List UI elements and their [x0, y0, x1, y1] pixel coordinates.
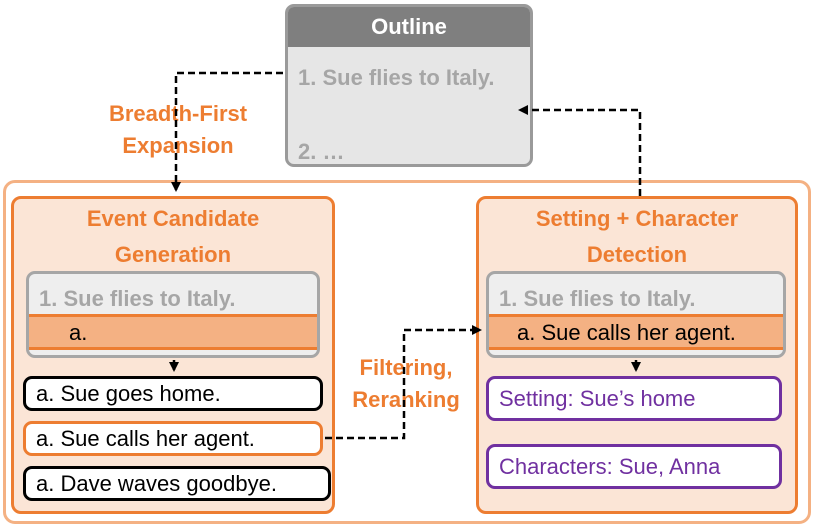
outline-title: Outline	[288, 7, 530, 47]
placeholder-row: a.	[29, 314, 317, 350]
selected-event-label: a. Sue calls her agent.	[517, 320, 736, 345]
selected-event-row: a. Sue calls her agent.	[489, 314, 783, 350]
filtering-arrow	[325, 325, 482, 440]
outline-item-2: 2. …	[298, 139, 345, 164]
candidate-dave-waves[interactable]: a. Dave waves goodbye.	[23, 466, 331, 501]
setting-box: Setting: Sue’s home	[486, 376, 782, 421]
setting-character-title-line2: Detection	[586, 242, 688, 267]
placeholder-label: a.	[69, 320, 88, 345]
filtering-label-line2: Reranking	[352, 387, 460, 412]
left-outline-item: 1. Sue flies to Italy.	[39, 286, 236, 311]
candidate-sue-goes-home[interactable]: a. Sue goes home.	[23, 376, 323, 411]
candidate-sue-calls-agent[interactable]: a. Sue calls her agent.	[23, 421, 323, 456]
expansion-label-line1: Breadth-First	[108, 101, 248, 126]
outline-item-1: 1. Sue flies to Italy.	[298, 65, 495, 90]
characters-box: Characters: Sue, Anna	[486, 444, 782, 489]
setting-character-title-line1: Setting + Character	[535, 206, 739, 231]
expansion-label: Breadth-First Expansion	[88, 98, 268, 162]
filtering-label-line1: Filtering,	[359, 355, 453, 380]
expansion-arrow	[171, 71, 283, 192]
right-outline-box: 1. Sue flies to Italy. a. Sue calls her …	[486, 271, 786, 358]
outline-box: Outline 1. Sue flies to Italy. 2. …	[285, 4, 533, 167]
expansion-label-line2: Expansion	[122, 133, 234, 158]
filtering-label: Filtering, Reranking	[336, 352, 476, 416]
right-outline-item: 1. Sue flies to Italy.	[499, 286, 696, 311]
event-candidate-title-line1: Event Candidate	[86, 206, 260, 231]
left-outline-box: 1. Sue flies to Italy. a.	[26, 271, 320, 358]
feedback-arrow	[518, 105, 642, 196]
event-candidate-title-line2: Generation	[114, 242, 232, 267]
